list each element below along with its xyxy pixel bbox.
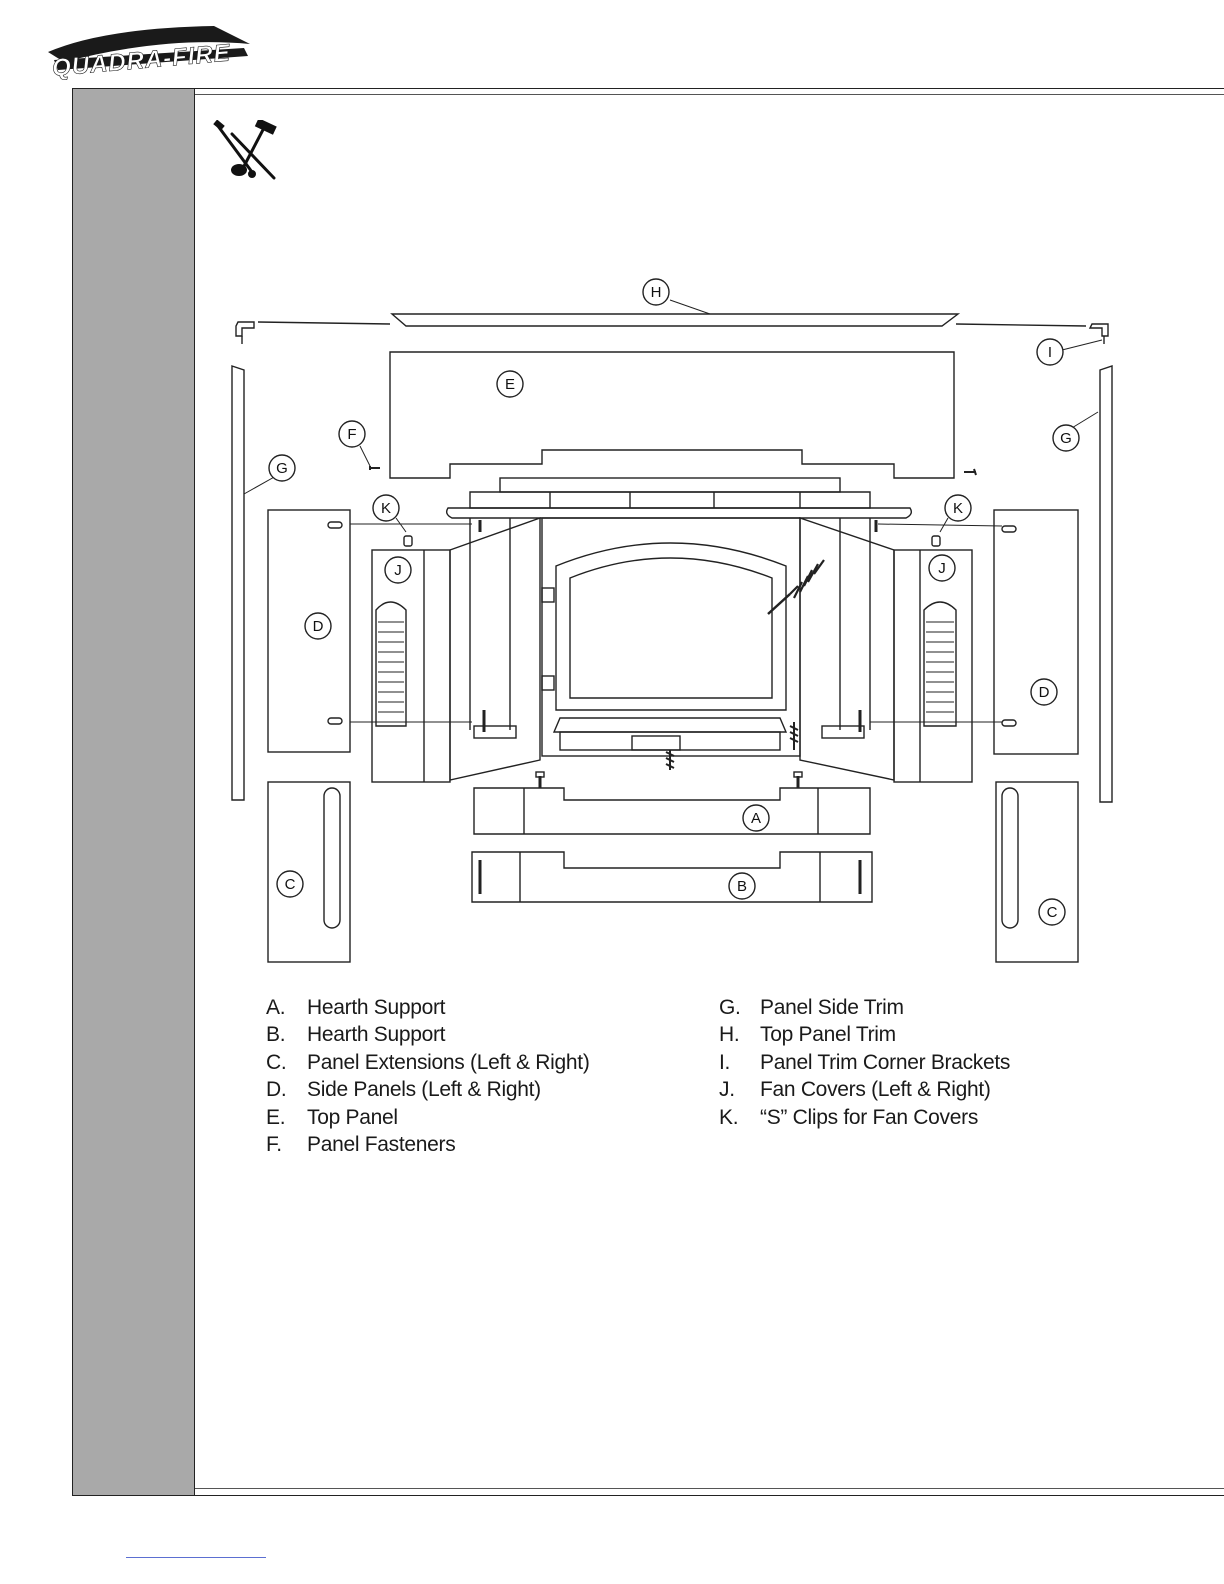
callout-j-left-label: J <box>394 562 402 579</box>
legend-right-column: G.Panel Side Trim H.Top Panel Trim I.Pan… <box>719 994 1010 1131</box>
hearth-support-a <box>474 788 870 834</box>
fan-cover-left <box>372 550 450 782</box>
bottom-rule <box>195 1495 1224 1496</box>
quadra-fire-logo: QUADRA-FIRE <box>44 22 254 80</box>
legend-item: A.Hearth Support <box>266 994 590 1021</box>
top-panel-trim <box>258 314 1086 326</box>
insert-top <box>447 478 912 518</box>
callout-d-right-label: D <box>1039 684 1050 701</box>
legend-item: D.Side Panels (Left & Right) <box>266 1076 590 1103</box>
callout-c-left-label: C <box>285 876 296 893</box>
footer-link-underline[interactable] <box>126 1557 266 1558</box>
legend-item: F.Panel Fasteners <box>266 1131 590 1158</box>
panel-slots <box>328 522 1016 726</box>
callout-g-right-label: G <box>1060 430 1072 447</box>
callout-f-label: F <box>347 426 356 443</box>
legend-item: C.Panel Extensions (Left & Right) <box>266 1049 590 1076</box>
panel-extension-left <box>268 782 350 962</box>
callout-b-label: B <box>737 878 747 895</box>
legend-item: E.Top Panel <box>266 1104 590 1131</box>
legend-item: J.Fan Covers (Left & Right) <box>719 1076 1010 1103</box>
bar-divider <box>194 88 195 1496</box>
top-rule-thin <box>195 94 1224 95</box>
callout-c-right-label: C <box>1047 904 1058 921</box>
callout-d-left-label: D <box>313 618 324 635</box>
callout-k-right-label: K <box>953 500 963 517</box>
legend-left-column: A.Hearth Support B.Hearth Support C.Pane… <box>266 994 590 1158</box>
top-panel <box>390 352 954 478</box>
callout-k-left-label: K <box>381 500 391 517</box>
callout-j-right-label: J <box>938 560 946 577</box>
callout-g-left-label: G <box>276 460 288 477</box>
legend-item: K.“S” Clips for Fan Covers <box>719 1104 1010 1131</box>
handle-spring <box>790 560 824 598</box>
hearth-support-b <box>472 852 872 902</box>
panel-side-trim-right <box>1100 366 1112 802</box>
panel-side-trim-left <box>232 366 244 800</box>
callout-e-label: E <box>505 376 515 393</box>
panel-extension-right <box>996 782 1078 962</box>
bottom-rule-thin <box>195 1488 1224 1489</box>
legend-item: H.Top Panel Trim <box>719 1021 1010 1048</box>
insert-door <box>542 518 800 756</box>
top-rule <box>195 88 1224 89</box>
legend-item: B.Hearth Support <box>266 1021 590 1048</box>
legend-item: I.Panel Trim Corner Brackets <box>719 1049 1010 1076</box>
legend-item: G.Panel Side Trim <box>719 994 1010 1021</box>
fan-cover-right <box>894 550 972 782</box>
fireplace-exploded-diagram: H I E F G G K K J J D D A B C C <box>220 270 1130 970</box>
side-panel-right <box>994 510 1078 754</box>
callout-i-label: I <box>1048 344 1052 361</box>
tools-icon <box>212 120 280 182</box>
side-gray-bar <box>72 88 195 1496</box>
callout-h-label: H <box>651 284 662 301</box>
corner-bracket-left <box>236 322 254 344</box>
callout-a-label: A <box>751 810 761 827</box>
